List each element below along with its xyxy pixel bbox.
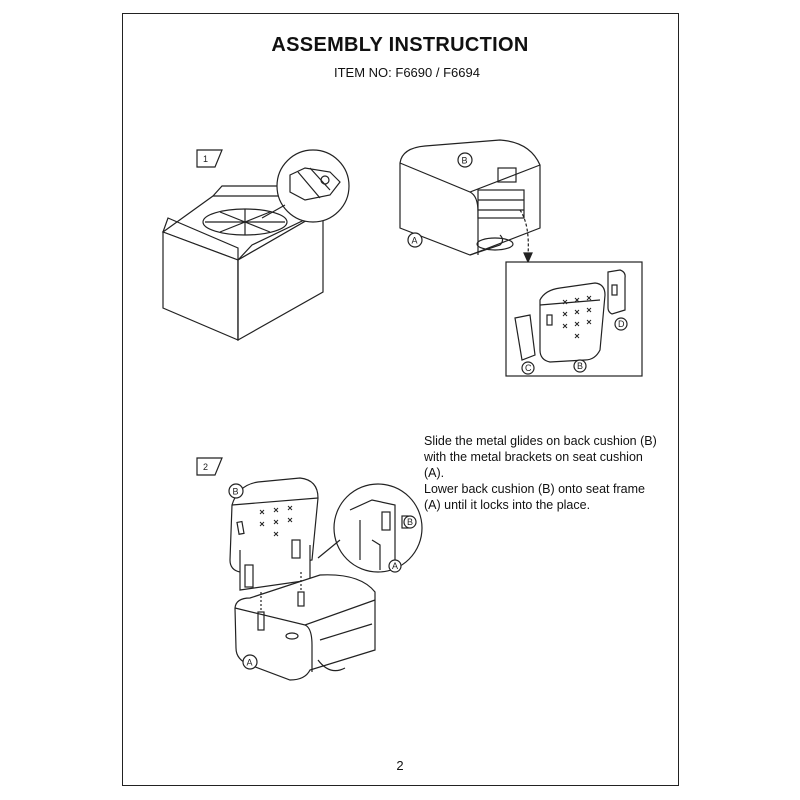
svg-text:A: A (412, 236, 418, 246)
back-cushion-illustration (229, 477, 319, 591)
svg-text:B: B (407, 517, 413, 527)
page-number: 2 (396, 758, 404, 773)
page-title: ASSEMBLY INSTRUCTION (271, 34, 529, 56)
detail-magnifier-2 (317, 483, 423, 573)
svg-text:B: B (577, 361, 583, 371)
svg-text:B: B (233, 487, 239, 497)
step-1-marker: 1 (196, 149, 223, 168)
label-b-parts: B (573, 359, 587, 373)
label-c: C (521, 361, 535, 375)
instruction-line-1: Slide the metal glides on back cushion (… (424, 434, 657, 480)
label-b-step1: B (457, 152, 473, 168)
carton-box-illustration (161, 185, 325, 342)
svg-text:B: B (462, 156, 468, 166)
label-d: D (614, 317, 628, 331)
svg-text:A: A (247, 658, 253, 668)
svg-text:D: D (618, 319, 625, 329)
step-2-number: 2 (203, 462, 208, 472)
step-1-number: 1 (203, 154, 208, 164)
svg-text:A: A (392, 561, 398, 571)
chair-step1-illustration (399, 139, 541, 264)
label-b-magnifier: B (403, 515, 417, 529)
detail-magnifier-1 (261, 149, 350, 223)
seat-frame-illustration (234, 572, 376, 681)
svg-text:C: C (525, 363, 532, 373)
label-a-step1: A (407, 232, 423, 248)
label-a-magnifier: A (388, 559, 402, 573)
parts-detail-box (505, 261, 643, 377)
instruction-line-2: Lower back cushion (B) onto seat frame (… (424, 482, 645, 512)
step-2-instructions: Slide the metal glides on back cushion (… (424, 433, 664, 513)
step-2-marker: 2 (196, 457, 223, 476)
item-number: ITEM NO: F6690 / F6694 (334, 65, 480, 80)
label-a-step2: A (242, 654, 258, 670)
page-border (122, 13, 679, 786)
label-b-step2: B (228, 483, 244, 499)
